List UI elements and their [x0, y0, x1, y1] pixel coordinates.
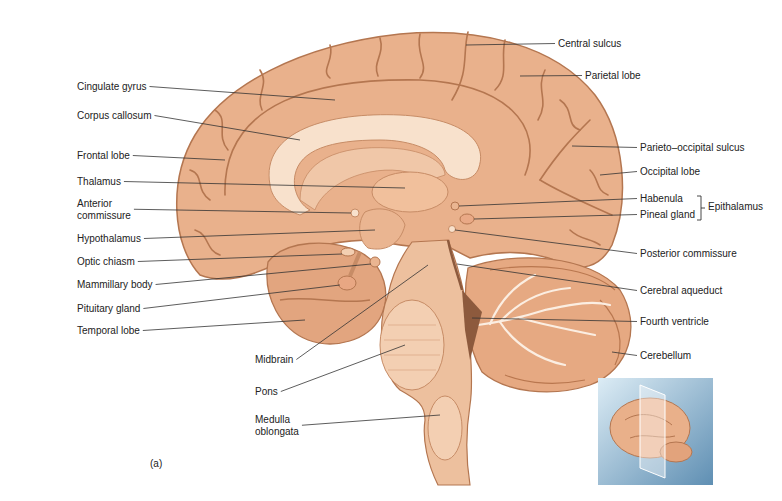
leader-line: [520, 75, 582, 77]
leader-line: [457, 264, 637, 291]
infundibulum: [350, 252, 360, 276]
cerebral-aqueduct: [448, 240, 462, 290]
part-label: Pons: [255, 386, 278, 398]
leader-lines: [124, 44, 637, 426]
leader-line: [124, 182, 405, 189]
part-label: Hypothalamus: [77, 233, 141, 245]
leader-line: [156, 264, 371, 285]
leader-line: [281, 345, 405, 392]
part-label: Midbrain: [255, 354, 293, 366]
part-label: Habenula: [640, 193, 683, 205]
part-label: Temporal lobe: [77, 325, 140, 337]
part-label: Parietal lobe: [585, 70, 641, 82]
part-label: Epithalamus: [708, 201, 763, 213]
leader-line: [459, 199, 637, 207]
part-label: Cingulate gyrus: [77, 81, 146, 93]
leader-line: [133, 156, 225, 161]
fourth-ventricle: [462, 290, 482, 360]
leader-line: [143, 285, 340, 309]
leader-line: [143, 320, 305, 331]
hypothalamus: [360, 209, 405, 249]
leader-line: [296, 265, 428, 360]
part-label: (a): [150, 458, 162, 470]
part-label: Pineal gland: [640, 209, 695, 221]
part-label: Cerebellum: [640, 350, 691, 362]
optic-chiasm: [341, 248, 355, 256]
pons-fibres: [384, 325, 440, 370]
part-label: Thalamus: [77, 176, 121, 188]
part-label: Fourth ventricle: [640, 316, 709, 328]
pineal-gland: [460, 214, 474, 224]
pons: [380, 300, 444, 390]
temporal-lobe: [267, 243, 386, 344]
leader-line: [600, 172, 637, 176]
medulla: [428, 396, 462, 460]
leader-line: [474, 215, 637, 220]
pituitary-gland: [338, 276, 356, 290]
part-label: Parieto–occipital sulcus: [640, 142, 745, 154]
leader-line: [149, 87, 335, 101]
part-label: Occipital lobe: [640, 166, 700, 178]
leader-line: [612, 352, 637, 356]
leader-line: [154, 116, 300, 141]
leader-line: [138, 254, 342, 262]
part-label: Central sulcus: [558, 38, 621, 50]
leader-line: [134, 209, 351, 213]
thalamus: [372, 172, 448, 212]
cerebellar-folia: [490, 267, 620, 384]
part-label: Pituitary gland: [77, 303, 140, 315]
leader-line: [144, 230, 375, 239]
part-label: Cerebral aqueduct: [640, 285, 722, 297]
leader-line: [455, 230, 637, 254]
mammillary-body: [370, 257, 380, 267]
part-label: Anterior commissure: [77, 198, 147, 221]
orientation-inset: [598, 378, 713, 485]
part-label: Corpus callosum: [77, 110, 151, 122]
part-label: Medulla oblongata: [255, 414, 317, 437]
part-label: Frontal lobe: [77, 150, 130, 162]
leader-line: [466, 44, 555, 46]
posterior-commissure: [449, 226, 456, 233]
sulci: [190, 32, 612, 255]
cerebrum: [177, 33, 623, 280]
arbor-vitae: [478, 275, 610, 365]
part-label: Posterior commissure: [640, 248, 737, 260]
anterior-commissure: [351, 209, 359, 217]
habenula: [451, 202, 459, 210]
leader-line: [302, 415, 440, 425]
sulci: [280, 299, 370, 302]
part-label: Mammillary body: [77, 279, 153, 291]
leader-line: [472, 318, 637, 322]
part-label: Optic chiasm: [77, 256, 135, 268]
cerebellum: [465, 258, 631, 392]
leader-line: [572, 146, 637, 148]
corpus-callosum: [269, 115, 481, 215]
epithalamus-bracket: [697, 196, 705, 220]
